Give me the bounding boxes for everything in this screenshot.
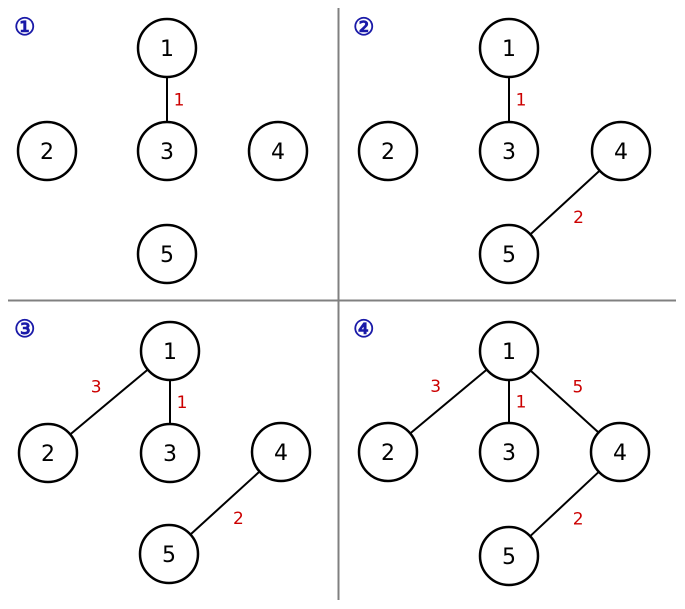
node-circle-4 bbox=[590, 120, 652, 182]
step-label-3: ③ bbox=[14, 316, 36, 343]
node-label-3: 3 bbox=[160, 140, 174, 165]
node-1: 1 bbox=[478, 17, 540, 79]
node-circle-5 bbox=[478, 525, 540, 587]
node-2: 2 bbox=[17, 422, 79, 484]
node-label-1: 1 bbox=[502, 340, 516, 365]
node-circle-1 bbox=[136, 17, 198, 79]
node-label-4: 4 bbox=[271, 140, 285, 165]
edge-1-4 bbox=[529, 369, 600, 434]
edge-1-2 bbox=[409, 368, 488, 435]
node-4: 4 bbox=[247, 120, 309, 182]
node-5: 5 bbox=[478, 525, 540, 587]
panel-step-2: ② 1 2 1 2 3 4 5 bbox=[353, 14, 652, 285]
node-label-4: 4 bbox=[614, 140, 628, 165]
node-circle-2 bbox=[357, 120, 419, 182]
node-label-1: 1 bbox=[502, 37, 516, 62]
edge-weight-1-3: 1 bbox=[177, 393, 188, 413]
edge-weight-4-5: 2 bbox=[233, 509, 244, 529]
edge-weight-1-3: 1 bbox=[516, 91, 527, 111]
node-circle-1 bbox=[478, 17, 540, 79]
node-label-5: 5 bbox=[502, 243, 516, 268]
node-circle-4 bbox=[589, 421, 651, 483]
node-circle-3 bbox=[136, 120, 198, 182]
node-4: 4 bbox=[590, 120, 652, 182]
node-label-3: 3 bbox=[502, 441, 516, 466]
step-label-4: ④ bbox=[353, 316, 375, 343]
edge-4-5 bbox=[529, 471, 600, 537]
edge-weight-1-3: 1 bbox=[174, 91, 185, 111]
node-1: 1 bbox=[478, 320, 540, 382]
node-label-5: 5 bbox=[160, 243, 174, 268]
node-3: 3 bbox=[136, 120, 198, 182]
edge-weight-1-3: 1 bbox=[516, 393, 527, 413]
node-3: 3 bbox=[478, 120, 540, 182]
edge-4-5 bbox=[529, 169, 601, 236]
edge-4-5 bbox=[189, 470, 261, 536]
edge-weight-1-2: 3 bbox=[91, 378, 102, 398]
edge-weight-1-4: 5 bbox=[573, 378, 584, 398]
node-label-2: 2 bbox=[40, 140, 54, 165]
node-circle-3 bbox=[139, 422, 201, 484]
node-label-4: 4 bbox=[274, 441, 288, 466]
node-circle-4 bbox=[247, 120, 309, 182]
node-1: 1 bbox=[136, 17, 198, 79]
node-circle-2 bbox=[17, 422, 79, 484]
node-label-3: 3 bbox=[502, 140, 516, 165]
node-label-2: 2 bbox=[381, 140, 395, 165]
node-circle-1 bbox=[478, 320, 540, 382]
node-circle-5 bbox=[138, 523, 200, 585]
node-2: 2 bbox=[357, 421, 419, 483]
node-circle-5 bbox=[136, 223, 198, 285]
node-label-3: 3 bbox=[163, 442, 177, 467]
edge-weight-4-5: 2 bbox=[573, 510, 584, 530]
node-circle-4 bbox=[250, 421, 312, 483]
panel-step-4: ④ 3 1 5 2 1 2 3 4 5 bbox=[353, 316, 651, 587]
node-1: 1 bbox=[139, 320, 201, 382]
node-circle-1 bbox=[139, 320, 201, 382]
panel-step-1: ① 1 1 2 3 4 5 bbox=[14, 14, 309, 285]
node-circle-2 bbox=[16, 120, 78, 182]
node-5: 5 bbox=[136, 223, 198, 285]
node-label-2: 2 bbox=[41, 442, 55, 467]
node-circle-5 bbox=[478, 223, 540, 285]
node-2: 2 bbox=[357, 120, 419, 182]
node-label-1: 1 bbox=[160, 37, 174, 62]
edge-1-2 bbox=[69, 368, 149, 436]
node-2: 2 bbox=[16, 120, 78, 182]
node-4: 4 bbox=[589, 421, 651, 483]
edge-weight-4-5: 2 bbox=[573, 208, 584, 228]
node-circle-3 bbox=[478, 120, 540, 182]
node-3: 3 bbox=[139, 422, 201, 484]
step-label-2: ② bbox=[353, 14, 375, 41]
node-5: 5 bbox=[478, 223, 540, 285]
panel-step-3: ③ 3 1 2 1 2 3 4 5 bbox=[14, 316, 312, 585]
node-label-1: 1 bbox=[163, 340, 177, 365]
node-circle-3 bbox=[478, 421, 540, 483]
node-label-5: 5 bbox=[162, 543, 176, 568]
node-label-5: 5 bbox=[502, 545, 516, 570]
edge-weight-1-2: 3 bbox=[430, 377, 441, 397]
node-label-4: 4 bbox=[613, 441, 627, 466]
node-3: 3 bbox=[478, 421, 540, 483]
step-label-1: ① bbox=[14, 14, 36, 41]
node-5: 5 bbox=[138, 523, 200, 585]
node-label-2: 2 bbox=[381, 441, 395, 466]
node-circle-2 bbox=[357, 421, 419, 483]
node-4: 4 bbox=[250, 421, 312, 483]
